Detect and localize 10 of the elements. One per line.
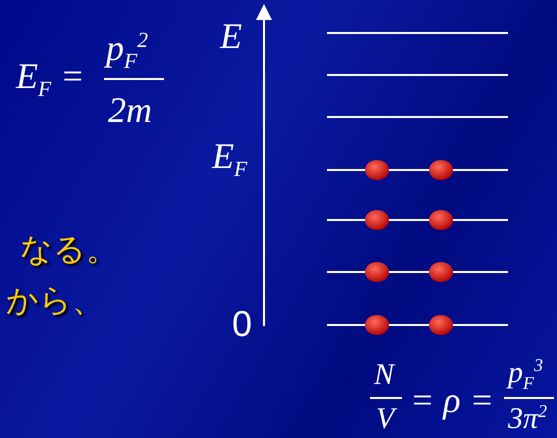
formula-text: 3π$^{2}$ (508, 402, 548, 434)
formula-text: N (374, 360, 394, 390)
body-text: なる。 (20, 233, 118, 265)
formula-text: E$_{F}$ = (16, 58, 84, 101)
axis-label: E (220, 18, 242, 54)
formula-text: 2m (108, 92, 152, 128)
formula-text: = ρ = (410, 382, 494, 418)
body-text: から、 (6, 284, 104, 316)
axis-label: 0 (232, 306, 252, 342)
axis-label: E$_{F}$ (212, 138, 248, 181)
